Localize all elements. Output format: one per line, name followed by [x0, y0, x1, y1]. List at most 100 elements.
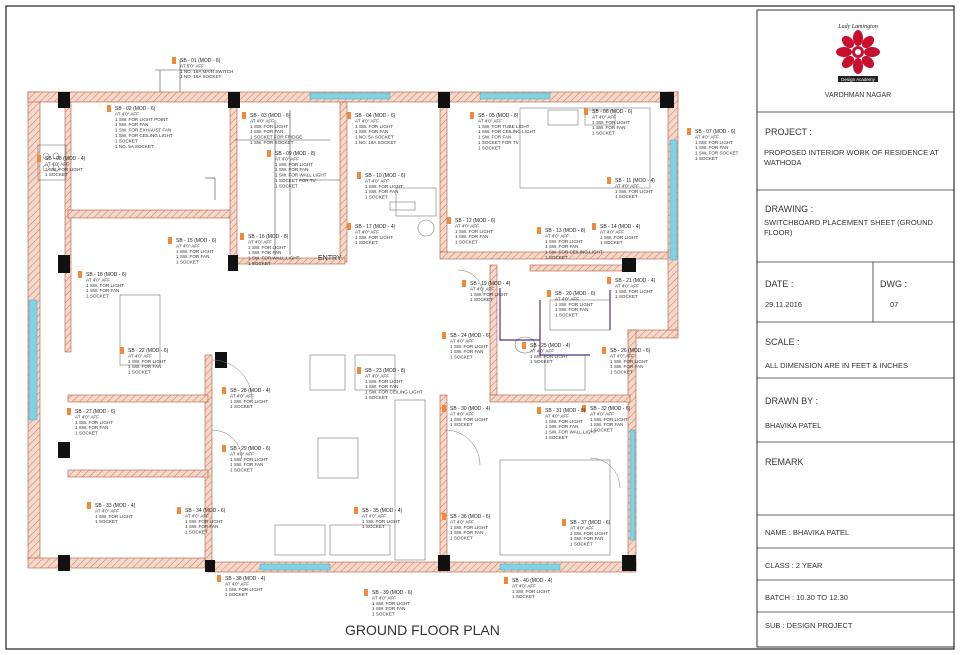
switchboard-line: AT 4'0" AFF: [225, 581, 249, 586]
walls: [27, 91, 679, 573]
switchboard-line: 1 SW. FOR FAN: [592, 125, 625, 130]
switchboard-line: AT 4'0" AFF: [455, 223, 479, 228]
switchboard-line: AT 4'0" AFF: [450, 411, 474, 416]
sub-line: SUB : DESIGN PROJECT: [765, 621, 853, 630]
switchboard-line: 1 SW. FOR LIGHT: [355, 235, 393, 240]
switchboard-line: 1 SOCKET FOR TV: [275, 178, 317, 183]
switchboard-line: AT 4'0" AFF: [600, 229, 624, 234]
switchboard-title: SB - 34 (MOD - 6): [185, 508, 226, 514]
switchboard-line: 1 SW. FOR FAN: [450, 530, 483, 535]
switchboard-title: SB - 20 (MOD - 6): [555, 291, 596, 297]
switchboard-line: 1 NO. 16A SOCKET: [355, 140, 397, 145]
switchboard-line: 1 SW. FOR LIGHT: [592, 120, 630, 125]
switchboard-line: 1 SW. FOR LIGHT: [450, 525, 488, 530]
switchboard-line: 1 SW. FOR FAN: [115, 122, 148, 127]
switchboard-title: SB - 40 (MOD - 4): [512, 578, 553, 584]
leader-lines: [155, 60, 340, 255]
switch-marker: [354, 507, 358, 514]
switchboard-line: 1 SW. FOR CEILING LIGHT: [365, 390, 423, 395]
switchboard-line: AT 4'0" AFF: [250, 118, 274, 123]
switchboard-title: SB - 39 (MOD - 6): [372, 590, 413, 596]
switchboard-line: 1 SOCKET: [128, 370, 151, 375]
switch-markers: [37, 57, 691, 596]
switchboard-line: 1 SOCKET: [478, 145, 501, 150]
switchboard-line: 1 SOCKET: [45, 172, 68, 177]
switchboard-line: 1 SOCKET: [570, 542, 593, 547]
switchboard-title: SB - 25 (MOD - 4): [530, 343, 571, 349]
switch-marker: [364, 589, 368, 596]
switchboard-line: 1 SOCKET: [365, 395, 388, 400]
switchboard-line: 1 NO. 16A MAIN SWITCH: [180, 69, 233, 74]
project-value: PROPOSED INTERIOR WORK OF RESIDENCE AT W…: [764, 148, 939, 167]
switchboard-line: 1 SW. FOR LIGHT: [355, 124, 393, 129]
switchboard-line: 1 SW. FOR FAN: [250, 129, 283, 134]
switchboard-line: 1 SOCKET: [545, 255, 568, 260]
switchboard-line: 1 SOCKET: [450, 422, 473, 427]
windows: [28, 92, 678, 571]
project-label: PROJECT :: [765, 127, 812, 137]
switch-marker: [687, 128, 691, 135]
sheet-border: [5, 5, 955, 650]
switchboard-line: 1 SW. FOR LIGHT: [275, 162, 313, 167]
switchboard-line: 1 SW. FOR WALL LIGHT: [248, 256, 300, 261]
switchboard-line: 1 SOCKET: [86, 294, 109, 299]
switchboard-title: SB - 36 (MOD - 6): [450, 514, 491, 520]
switchboard-line: 1 SW. FOR FAN: [590, 422, 623, 427]
switchboard-line: 1 SW. FOR LIGHT: [372, 601, 410, 606]
switchboard-line: 1 NO. 16A SOCKET: [180, 74, 222, 79]
switchboard-line: 1 SW. FOR FAN: [455, 234, 488, 239]
switchboard-line: 1 SW. FOR LIGHT: [75, 420, 113, 425]
switchboard-line: 1 SW. FOR LIGHT: [176, 249, 214, 254]
switchboard-title: SB - 28 (MOD - 4): [230, 388, 271, 394]
switchboard-line: AT 4'0" AFF: [545, 233, 569, 238]
switchboard-line: 1 SOCKET: [592, 131, 615, 136]
switchboard-line: 1 SOCKET: [695, 156, 718, 161]
switchboard-title: SB - 21 (MOD - 4): [615, 278, 656, 284]
switch-marker: [240, 233, 244, 240]
switchboard-line: 1 SOCKET: [362, 524, 385, 529]
switchboard-line: 1 NO. 5A SOCKET: [355, 135, 394, 140]
switchboard-line: 1 SW. FOR LIGHT: [555, 302, 593, 307]
switchboard-line: 1 SW. FOR LIGHT: [570, 531, 608, 536]
switchboard-line: 1 SOCKET: [610, 370, 633, 375]
switch-marker: [78, 271, 82, 278]
plan-title: GROUND FLOOR PLAN: [345, 622, 500, 638]
switchboard-title: SB - 27 (MOD - 6): [75, 409, 116, 415]
switch-marker: [168, 237, 172, 244]
switchboard-line: AT 4'0" AFF: [478, 118, 502, 123]
switchboard-line: AT 4'0" AFF: [275, 156, 299, 161]
switchboard-line: 1 SW. FOR CEILING LIGHT: [478, 129, 536, 134]
switchboard-line: 1 SW. FOR LIGHT: [365, 379, 403, 384]
location-label: VARDHMAN NAGAR: [825, 92, 891, 99]
switchboard-line: 1 SW. FOR WALL LIGHT: [545, 430, 597, 435]
switch-marker: [120, 347, 124, 354]
switchboard-line: AT 4'0" AFF: [95, 508, 119, 513]
switchboard-title: SB - 37 (MOD - 6): [570, 520, 611, 526]
switchboard-line: 1 SW. FOR LIGHT: [590, 417, 628, 422]
switch-marker: [447, 217, 451, 224]
switchboard-title: SB - 10 (MOD - 6): [365, 173, 406, 179]
switch-marker: [357, 367, 361, 374]
switchboard-line: 1 SW. FOR LIGHT: [250, 124, 288, 129]
switchboard-title: SB - 38 (MOD - 4): [225, 576, 266, 582]
switchboard-line: AT 4'0" AFF: [75, 414, 99, 419]
switchboard-line: 1 SW. FOR LIGHT: [248, 245, 286, 250]
switchboard-title: SB - 19 (MOD - 4): [470, 281, 511, 287]
switchboard-line: 1 SW. FOR FAN: [275, 167, 308, 172]
switch-marker: [37, 155, 41, 162]
